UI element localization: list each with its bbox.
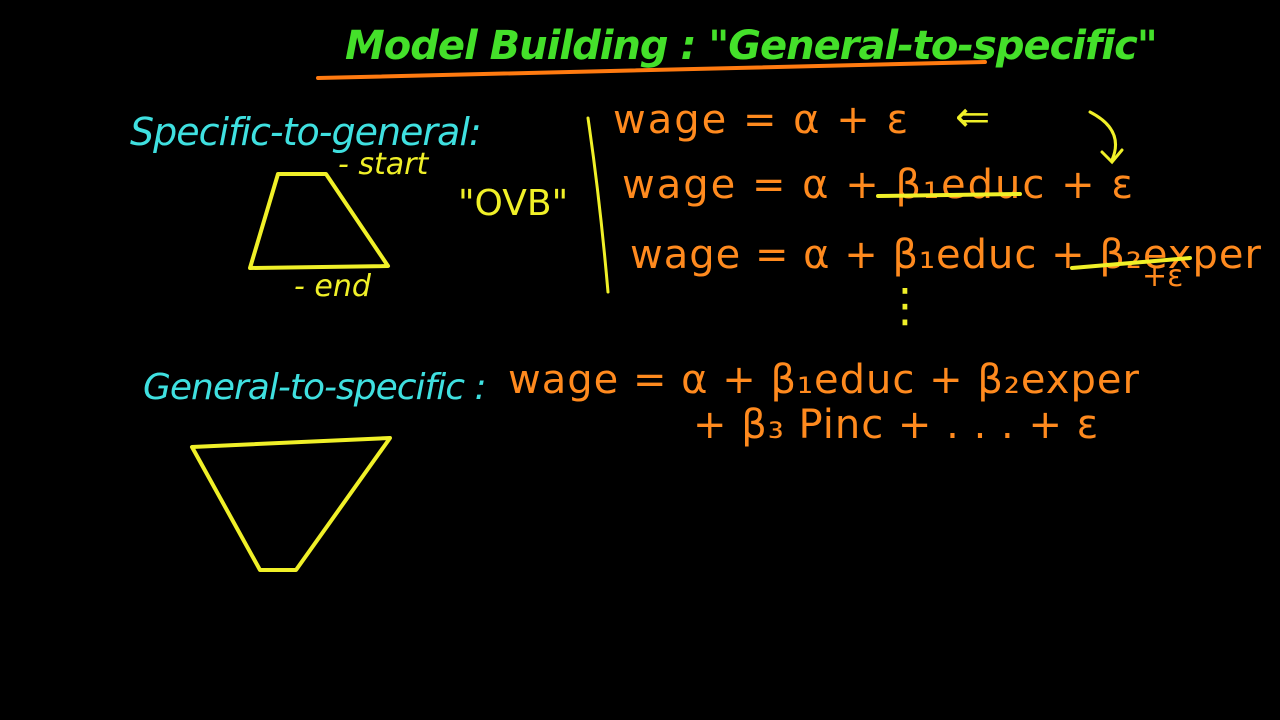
start-label: - start [338,147,429,182]
specific-to-general-heading: Specific-to-general: [130,110,482,154]
specific-to-general-trapezoid [248,172,390,270]
ovb-label: "OVB" [458,183,569,224]
vertical-divider [586,116,610,294]
ellipsis: ⋮ [882,278,928,332]
general-to-specific-trapezoid [190,436,392,572]
title-underline [316,60,987,80]
equation-3-continuation: +ε [1142,259,1184,294]
equation-1: wage = α + ε [613,97,911,143]
curved-arrow-icon [1088,110,1117,162]
general-equation-line-2: + β₃ Pinc + . . . + ε [693,402,1100,448]
beta1-educ-underline [876,192,1022,198]
equation-3: wage = α + β₁educ + β₂exper [630,232,1262,278]
page-title: Model Building : "General-to-specific" [345,23,1158,69]
beta2-exper-underline [1070,256,1192,270]
general-to-specific-heading: General-to-specific : [143,367,487,408]
general-equation-line-1: wage = α + β₁educ + β₂exper [508,357,1140,403]
end-label: - end [294,269,371,304]
equation-2: wage = α + β₁educ + ε [622,162,1135,208]
left-double-arrow-icon: ⇐ [955,92,991,141]
